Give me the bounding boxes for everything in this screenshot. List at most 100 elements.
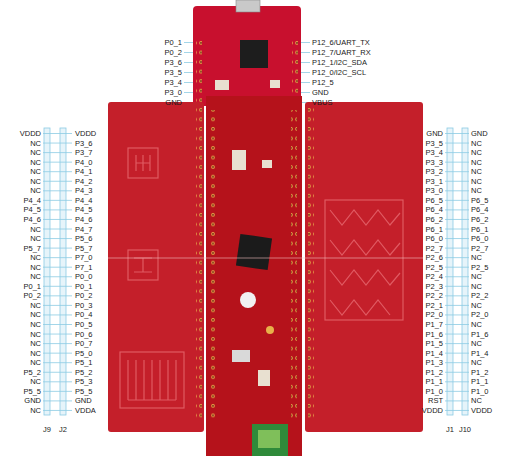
pin-leader (184, 62, 194, 63)
pin-leader (445, 372, 469, 373)
pin-leader (300, 62, 310, 63)
pin-label: P4_0 (75, 158, 93, 167)
pin-leader (445, 162, 469, 163)
pin-label: P3_6 (75, 139, 93, 148)
pin-label: NC (30, 406, 41, 415)
pin-label: P1_1 (471, 377, 489, 386)
pin-label: P1_0 (471, 387, 489, 396)
pin-leader (445, 133, 469, 134)
pin-label: P3_5 (164, 68, 182, 77)
pin-label: P2_2 (425, 291, 443, 300)
pin-label: P3_0 (164, 88, 182, 97)
pin-leader (184, 52, 194, 53)
pin-label: P5_2 (75, 368, 93, 377)
pin-label: P4_7 (75, 225, 93, 234)
pin-leader (43, 267, 72, 268)
pin-label: P4_2 (75, 177, 93, 186)
pin-label: P4_6 (75, 215, 93, 224)
pin-label: NC (471, 158, 482, 167)
pin-leader (43, 248, 72, 249)
pin-label: P5_3 (75, 377, 93, 386)
pin-leader (43, 200, 72, 201)
pin-leader (445, 334, 469, 335)
pin-leader (43, 276, 72, 277)
pin-label: NC (471, 396, 482, 405)
pin-label: NC (30, 301, 41, 310)
pin-label: P2_2 (471, 291, 489, 300)
pin-leader (43, 391, 72, 392)
pin-label: P3_4 (425, 148, 443, 157)
pin-leader (445, 219, 469, 220)
pin-label: P4_5 (75, 205, 93, 214)
pin-label: P4_4 (75, 196, 93, 205)
pin-label: NC (30, 225, 41, 234)
pin-leader (184, 92, 194, 93)
pin-label: P0_2 (23, 291, 41, 300)
pin-label: P3_4 (164, 78, 182, 87)
pin-label: NC (30, 167, 41, 176)
pin-label: P3_2 (425, 167, 443, 176)
pin-leader (43, 410, 72, 411)
pin-label: P5_7 (23, 244, 41, 253)
pin-label: GND (75, 396, 92, 405)
pin-leader (43, 372, 72, 373)
pin-label: P6_1 (471, 225, 489, 234)
pin-label: P2_0 (471, 310, 489, 319)
pin-label: NC (471, 282, 482, 291)
pin-label: P7_0 (75, 253, 93, 262)
pin-leader (184, 82, 194, 83)
pin-label: P12_6/UART_TX (312, 38, 370, 47)
pin-label: P4_4 (23, 196, 41, 205)
pin-leader (43, 133, 72, 134)
pin-leader (43, 257, 72, 258)
pin-label: P6_4 (471, 205, 489, 214)
pin-label: P1_6 (425, 330, 443, 339)
pin-label: NC (30, 139, 41, 148)
pin-leader (43, 400, 72, 401)
pin-label: P1_2 (471, 368, 489, 377)
pin-label: P6_5 (425, 196, 443, 205)
pin-leader (43, 190, 72, 191)
pin-label: P12_1/I2C_SDA (312, 58, 367, 67)
pin-label: NC (30, 310, 41, 319)
pin-label: P3_3 (425, 158, 443, 167)
pin-leader (43, 286, 72, 287)
pin-label: VDDA (75, 406, 96, 415)
pin-leader (300, 52, 310, 53)
pin-label: P2_3 (425, 282, 443, 291)
pin-leader (300, 42, 310, 43)
pin-label: P3_7 (75, 148, 93, 157)
pin-leader (43, 162, 72, 163)
pin-leader (445, 181, 469, 182)
pin-label: VDDD (422, 406, 443, 415)
pin-label: P1_4 (471, 349, 489, 358)
pin-label: NC (30, 158, 41, 167)
pin-label: NC (471, 177, 482, 186)
pin-label: P0_1 (23, 282, 41, 291)
pin-label: NC (471, 148, 482, 157)
pin-leader (445, 400, 469, 401)
pin-leader (184, 42, 194, 43)
pin-label: P5_6 (75, 234, 93, 243)
pin-label: P2_7 (425, 244, 443, 253)
pin-label: P6_2 (471, 215, 489, 224)
pin-label: P3_5 (425, 139, 443, 148)
pin-leader (445, 257, 469, 258)
pin-label: P5_7 (75, 244, 93, 253)
pin-leader (445, 381, 469, 382)
pin-leader (43, 353, 72, 354)
pin-leader (300, 72, 310, 73)
pin-label: NC (30, 349, 41, 358)
pin-leader (43, 171, 72, 172)
pin-label: NC (471, 139, 482, 148)
pin-label: P0_5 (75, 320, 93, 329)
pin-label: NC (30, 253, 41, 262)
pin-label: P12_0/I2C_SCL (312, 68, 366, 77)
pin-label: P0_2 (75, 291, 93, 300)
pin-leader (43, 295, 72, 296)
pin-leader (445, 248, 469, 249)
pin-label: P12_7/UART_RX (312, 48, 371, 57)
pin-label: P0_6 (75, 330, 93, 339)
pin-label: P0_0 (75, 272, 93, 281)
pin-label: P1_3 (425, 358, 443, 367)
